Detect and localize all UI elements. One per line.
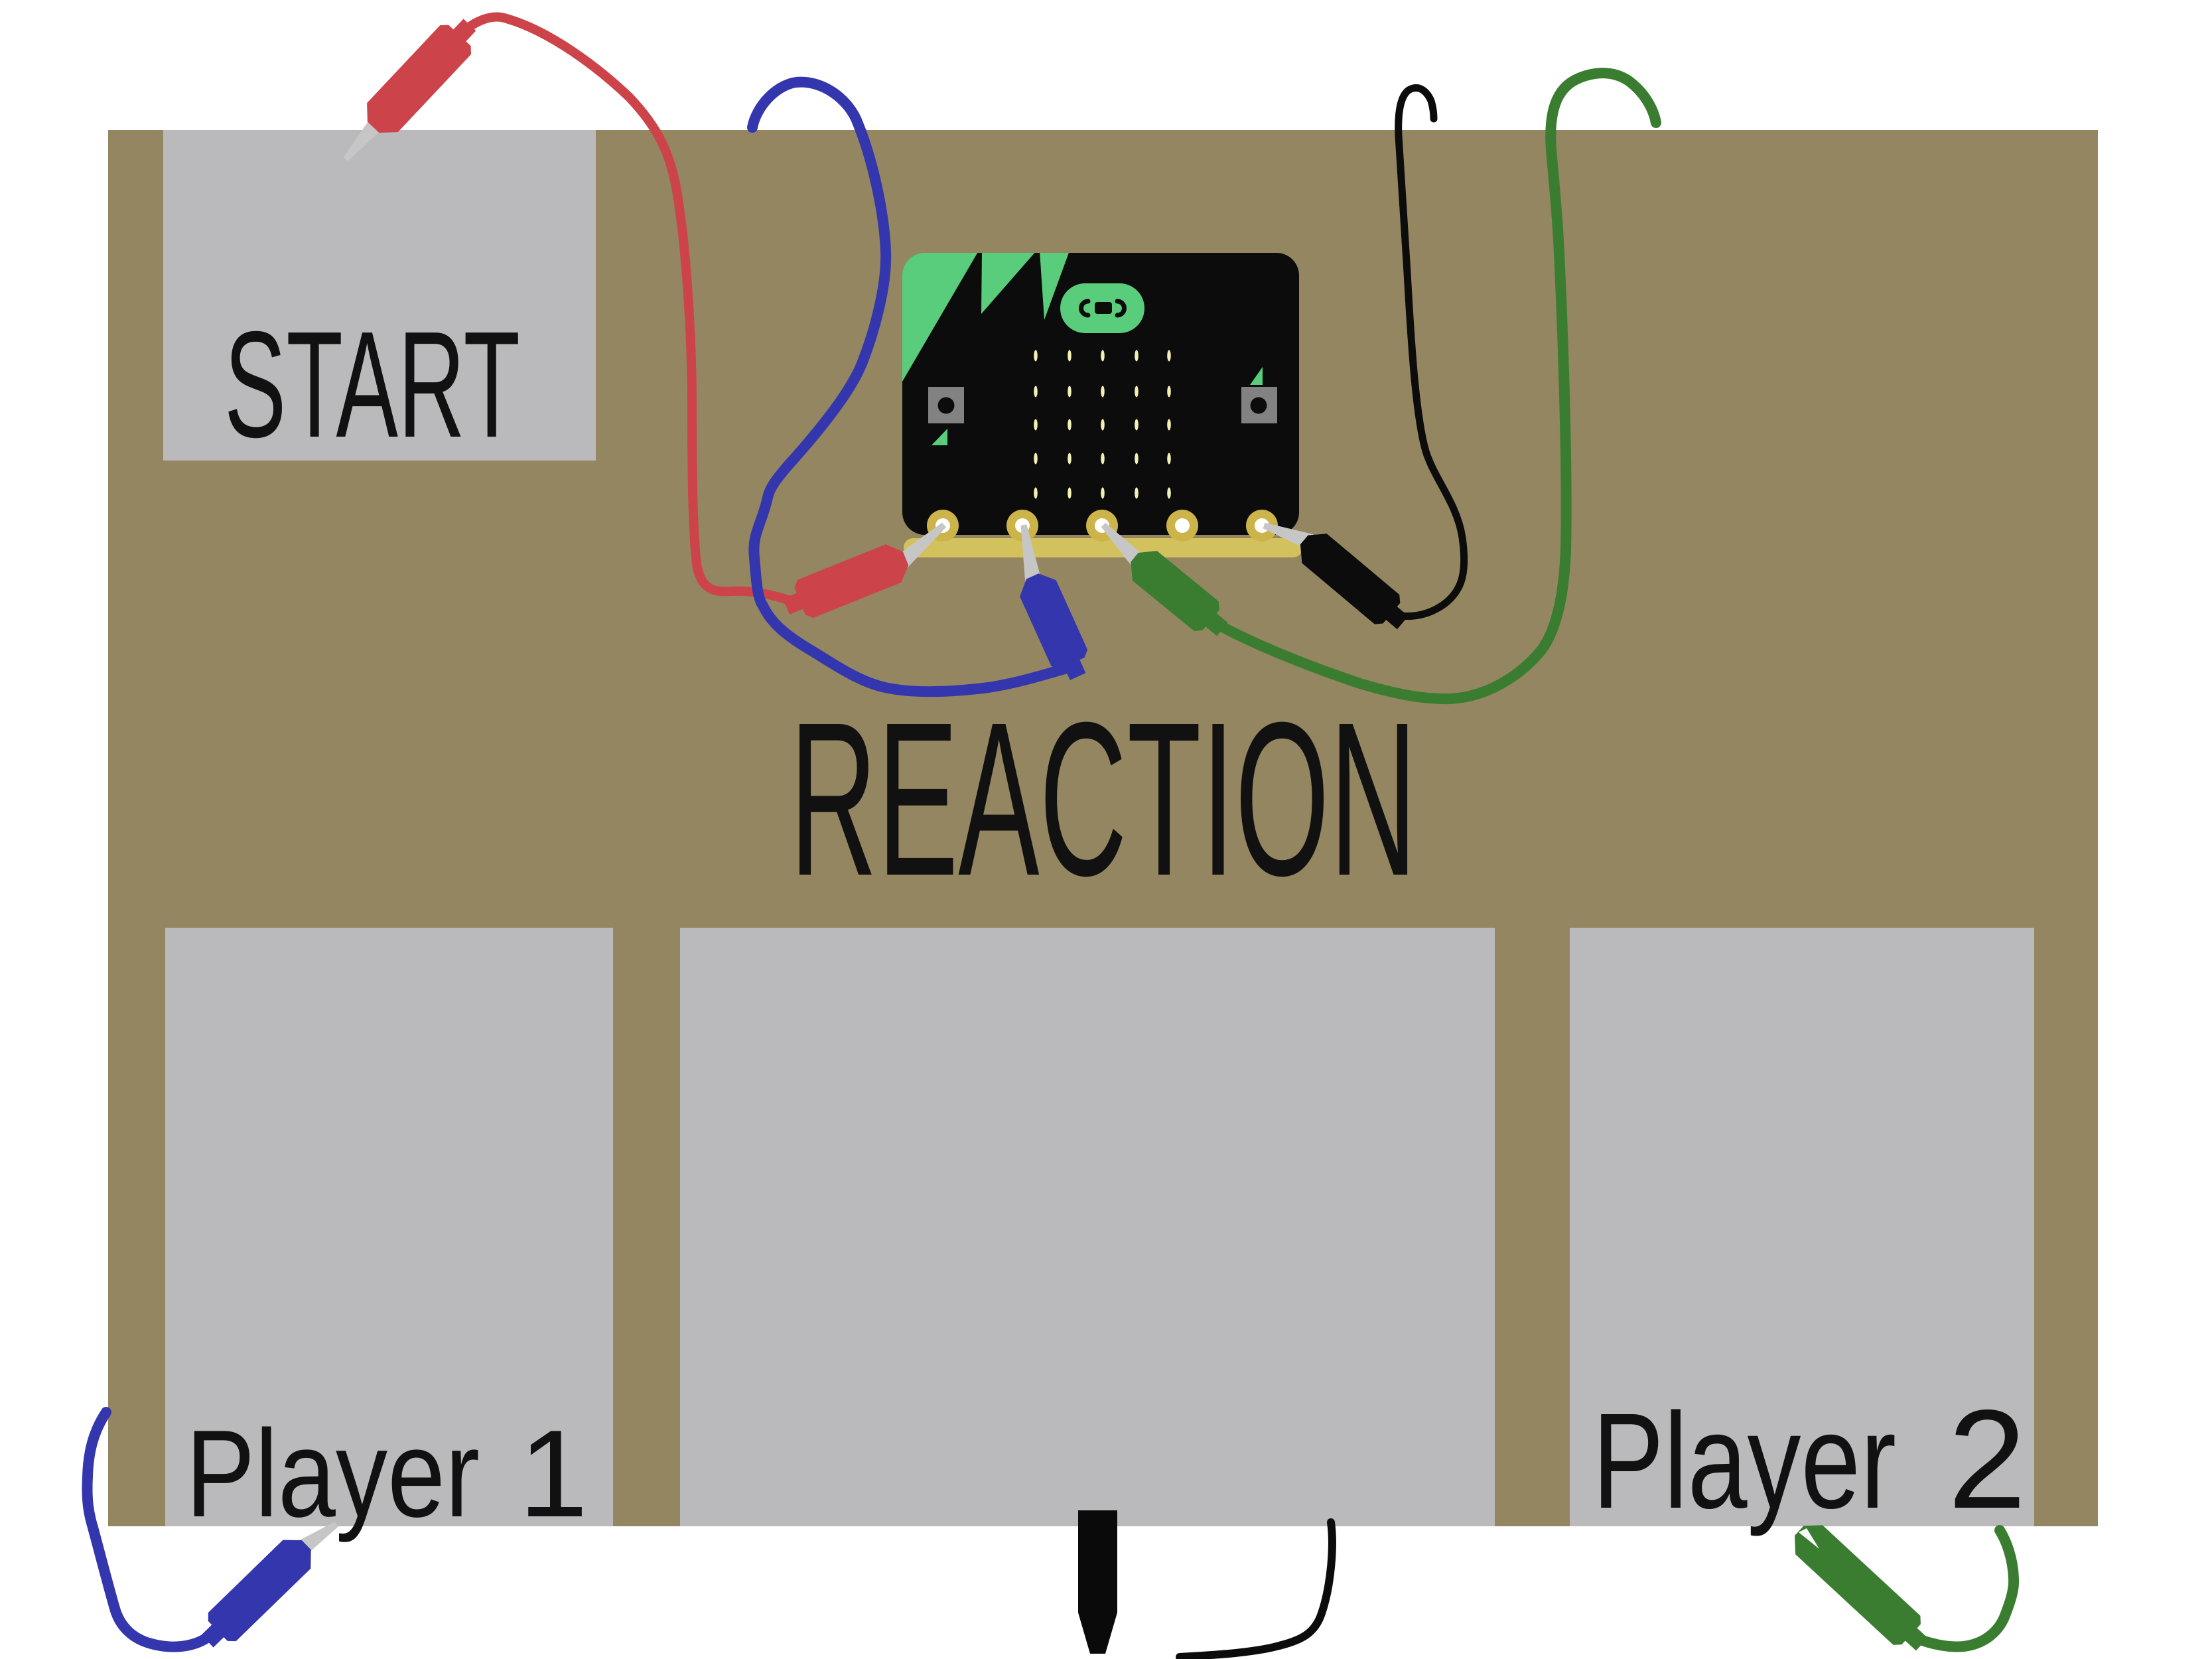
svg-text:REACTION: REACTION (790, 676, 1417, 921)
svg-text:Player: Player (1592, 1385, 1896, 1537)
svg-text:1: 1 (519, 1404, 588, 1543)
svg-text:2: 2 (1948, 1380, 2026, 1538)
svg-text:Player: Player (186, 1404, 480, 1543)
svg-text:START: START (224, 301, 520, 469)
